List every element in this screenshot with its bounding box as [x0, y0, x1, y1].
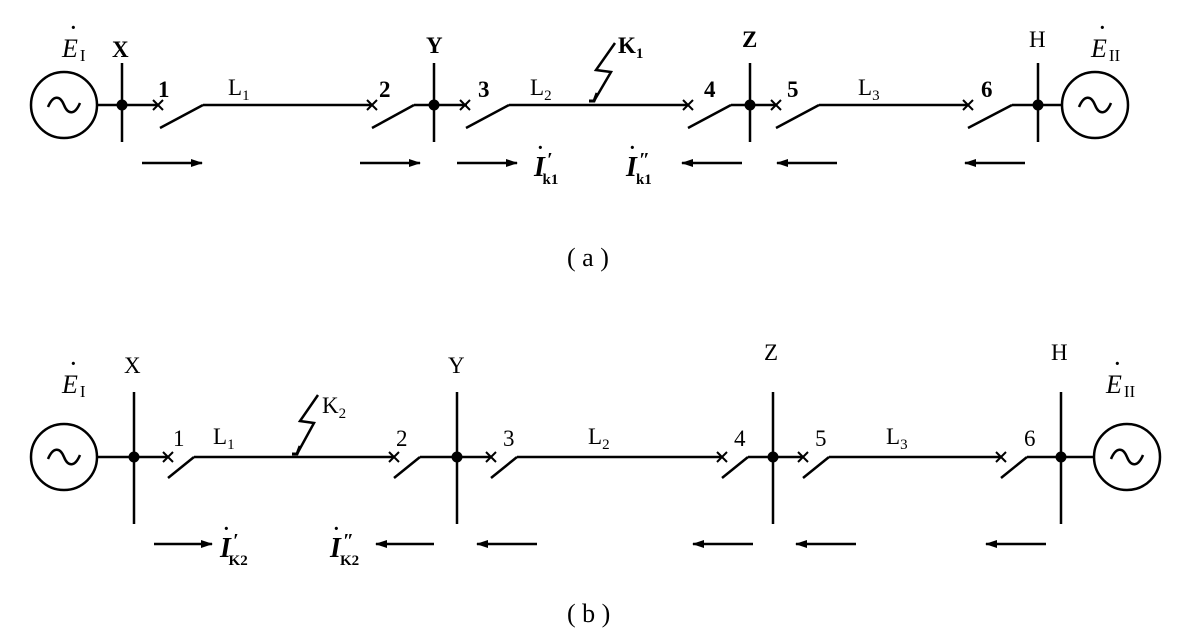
- bus-z-label-b: Z: [764, 340, 778, 365]
- fault-k1-label: K1: [618, 33, 643, 62]
- line-l1-label-b: L1: [213, 424, 235, 453]
- caption-b: ( b ): [567, 599, 610, 628]
- bus-y-label-a: Y: [426, 33, 443, 58]
- svg-text:·: ·: [1114, 353, 1121, 375]
- line-l2-label-b: L2: [588, 424, 610, 453]
- source-right-dot-a: ·: [1099, 17, 1106, 39]
- fault-k2-icon: [292, 394, 320, 456]
- source-left-dot-a: ·: [70, 17, 77, 39]
- svg-text:·: ·: [629, 137, 636, 159]
- breaker-6-label-b: 6: [1024, 426, 1036, 451]
- breaker-3-label-b: 3: [503, 426, 515, 451]
- breaker-2-label-b: 2: [396, 426, 408, 451]
- bus-x-label-a: X: [112, 37, 129, 62]
- breaker-1-label-a: 1: [158, 77, 170, 102]
- source-right-a: [1060, 70, 1130, 140]
- source-left-b: [29, 422, 99, 492]
- breaker-3-label-a: 3: [478, 77, 490, 102]
- diagram-a: [29, 42, 1130, 167]
- breaker-6-label-a: 6: [981, 77, 993, 102]
- line-l2-label-a: L2: [530, 75, 552, 104]
- line-l3-label-a: L3: [858, 75, 880, 104]
- svg-text:·: ·: [70, 353, 77, 375]
- bus-h-label-a: H: [1029, 27, 1046, 52]
- current-k1-dprime-label: I″k1: [625, 149, 652, 188]
- fault-k1-icon: [589, 42, 617, 103]
- breaker-2-label-a: 2: [379, 77, 391, 102]
- svg-text:·: ·: [333, 518, 340, 540]
- current-k1-prime-label: I′k1: [533, 149, 558, 188]
- breaker-1-label-b: 1: [173, 426, 185, 451]
- svg-text:·: ·: [223, 518, 230, 540]
- breaker-4-label-a: 4: [704, 77, 716, 102]
- breaker-4-label-b: 4: [734, 426, 746, 451]
- line-l1-label-a: L1: [228, 75, 250, 104]
- breaker-5-label-b: 5: [815, 426, 827, 451]
- current-k2-dprime-label: I″K2: [329, 530, 359, 569]
- current-k2-prime-label: I′K2: [219, 530, 248, 569]
- bus-h-label-b: H: [1051, 340, 1068, 365]
- diagram-b: [29, 392, 1162, 548]
- fault-k2-label: K2: [322, 393, 346, 422]
- caption-a: ( a ): [567, 243, 609, 272]
- svg-text:·: ·: [537, 137, 544, 159]
- source-right-b: [1092, 422, 1162, 492]
- bus-x-label-b: X: [124, 353, 141, 378]
- bus-y-label-b: Y: [448, 353, 465, 378]
- source-left-a: [29, 70, 99, 140]
- bus-z-label-a: Z: [742, 27, 757, 52]
- line-l3-label-b: L3: [886, 424, 908, 453]
- breaker-5-label-a: 5: [787, 77, 799, 102]
